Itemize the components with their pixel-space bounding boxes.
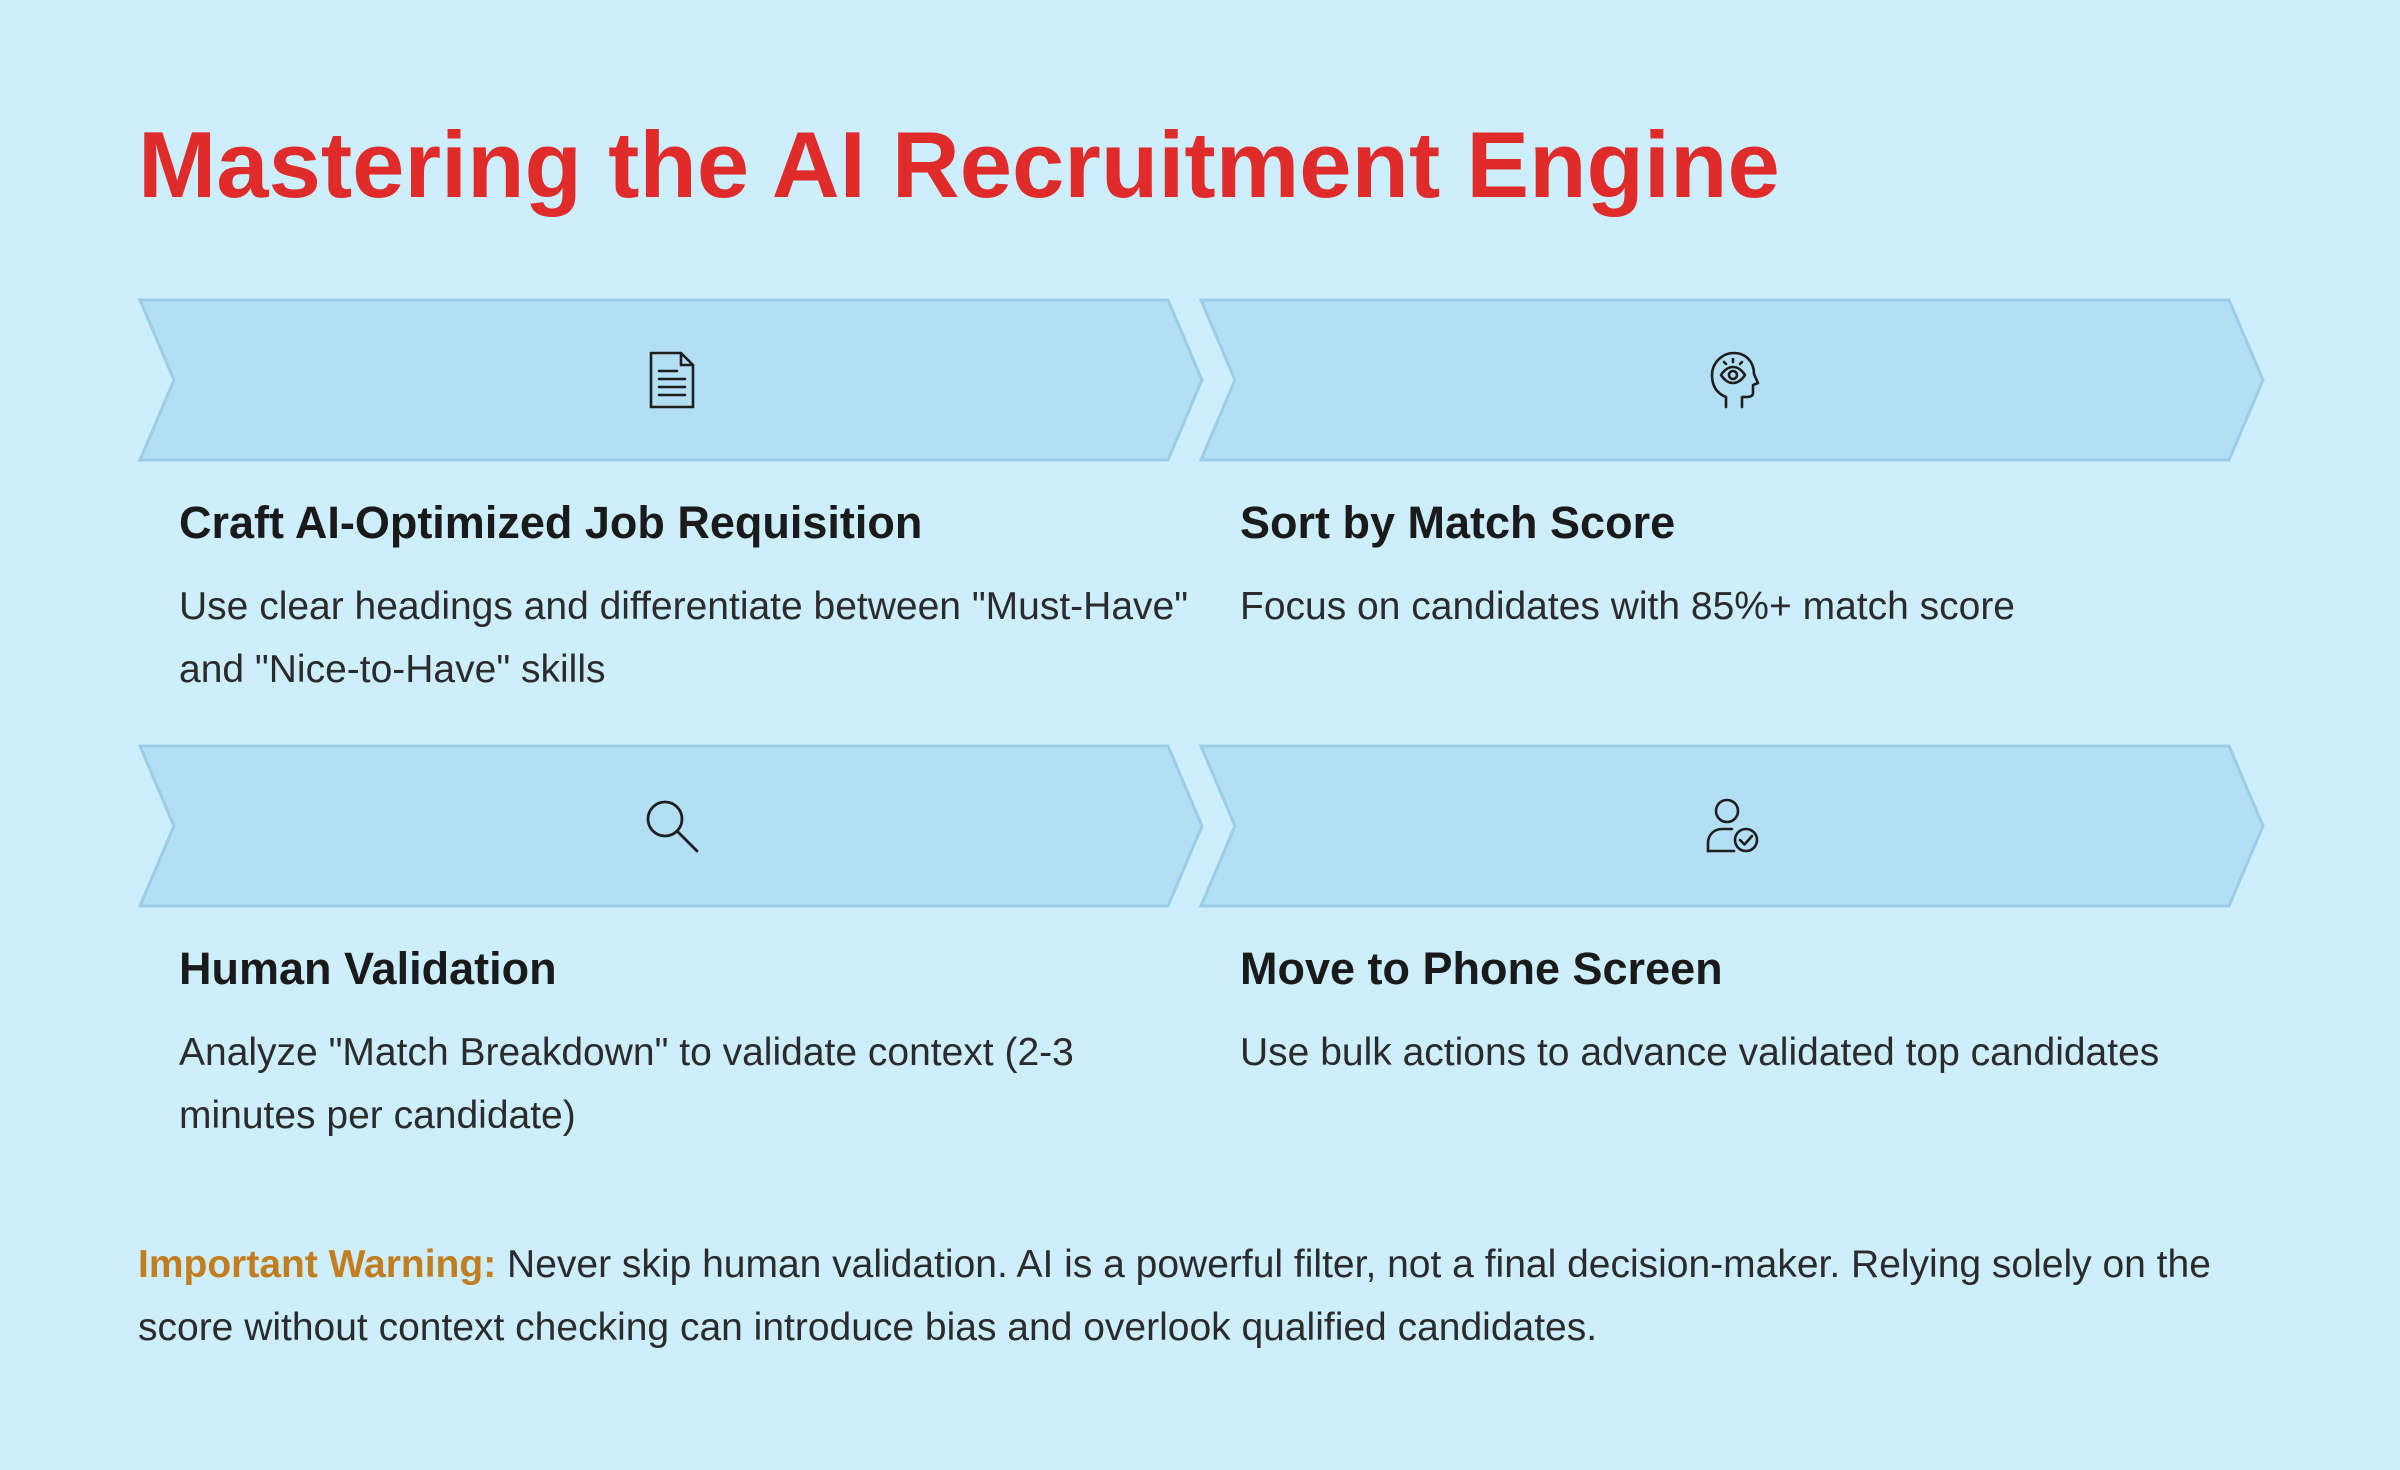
step-title: Craft AI-Optimized Job Requisition <box>179 497 923 548</box>
step-description: Use clear headings and differentiate bet… <box>179 585 1189 691</box>
warning-label: Important Warning: <box>138 1243 497 1286</box>
step-arrow-2 <box>1199 298 2267 462</box>
document-icon <box>639 347 705 413</box>
head-eye-icon <box>1700 347 1766 413</box>
chevron-shape <box>1199 744 2265 908</box>
step-card-2: Sort by Match Score Focus on candidates … <box>1199 298 2267 628</box>
step-arrow-3 <box>138 744 1206 908</box>
warning-note: Important Warning: Never skip human vali… <box>138 1233 2278 1359</box>
step-title: Human Validation <box>179 943 557 994</box>
user-check-icon <box>1700 793 1766 859</box>
step-description: Focus on candidates with 85%+ match scor… <box>1240 585 2015 628</box>
step-title: Sort by Match Score <box>1240 497 1676 548</box>
step-description: Analyze "Match Breakdown" to validate co… <box>179 1031 1074 1137</box>
chevron-shape <box>138 744 1204 908</box>
page-title: Mastering the AI Recruitment Engine <box>138 112 1780 217</box>
step-card-3: Human Validation Analyze "Match Breakdow… <box>138 744 1206 1137</box>
step-description: Use bulk actions to advance validated to… <box>1240 1031 2160 1074</box>
step-card-1: Craft AI-Optimized Job Requisition Use c… <box>138 298 1206 691</box>
step-title: Move to Phone Screen <box>1240 943 1723 994</box>
step-arrow-4 <box>1199 744 2267 908</box>
step-arrow-1 <box>138 298 1206 462</box>
step-card-4: Move to Phone Screen Use bulk actions to… <box>1199 744 2267 1074</box>
magnifier-icon <box>639 793 705 859</box>
warning-text: Never skip human validation. AI is a pow… <box>138 1243 2211 1349</box>
